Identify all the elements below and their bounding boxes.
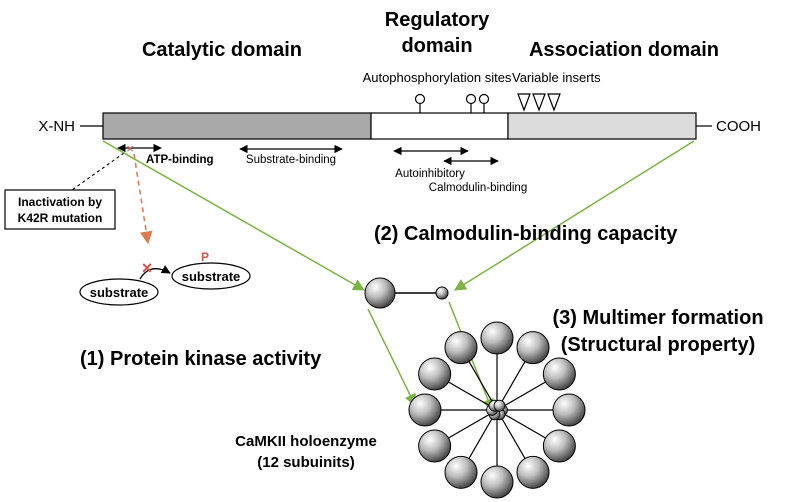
association-domain-heading: Association domain: [529, 39, 719, 61]
substrate-binding-label: Substrate-binding: [246, 154, 336, 166]
autoinhibitory-label: Autoinhibitory: [395, 168, 465, 180]
holoenzyme-subunit-sphere: [444, 331, 478, 365]
holoenzyme-subunit-sphere: [552, 393, 586, 427]
association-to-hub-arrow: [453, 140, 695, 291]
substrate-label-right: substrate: [182, 269, 241, 284]
mutation-callout-line2: K42R mutation: [18, 211, 103, 225]
regulatory-domain-segment: [370, 112, 509, 140]
autophosphorylation-sites-label: Autophosphorylation sites: [363, 70, 512, 85]
blocked-reaction-marker: ×: [142, 258, 153, 278]
holoenzyme-subunit-sphere: [542, 357, 576, 391]
holoenzyme-caption-line2: (12 subuinits): [257, 454, 355, 471]
holoenzyme-subunit-sphere: [516, 331, 550, 365]
mutation-callout-box: [4, 189, 116, 230]
inactivation-dashed-arrow: [133, 153, 153, 245]
substrate-ellipse-right: [171, 262, 251, 290]
association-domain-segment: [507, 112, 697, 140]
regulatory-domain-heading-line1: Regulatory: [385, 9, 490, 31]
variable-insert-markers: [517, 93, 561, 112]
holoenzyme-subunit-sphere: [418, 357, 452, 391]
calmodulin-property-label: (2) Calmodulin-binding capacity: [374, 223, 678, 245]
holoenzyme-subunit-sphere: [418, 429, 452, 463]
catalytic-domain-heading: Catalytic domain: [142, 39, 302, 61]
k42r-mutation-marker: ×: [126, 141, 134, 156]
holoenzyme-subunit-sphere: [480, 321, 514, 355]
regulatory-domain-heading-line2: domain: [401, 35, 472, 57]
holoenzyme-subunit-sphere: [408, 393, 442, 427]
variable-inserts-label: Variable inserts: [512, 70, 601, 85]
phosphorylation-arrow: [139, 265, 171, 280]
holoenzyme-subunit-sphere: [480, 465, 514, 499]
camkii-holoenzyme-model: [408, 321, 586, 499]
multimer-property-label-line2: (Structural property): [561, 334, 755, 356]
subunit-hub-sphere: [435, 286, 449, 300]
atp-binding-label: ATP-binding: [146, 154, 214, 166]
mutation-callout-line1: Inactivation by: [18, 195, 102, 209]
kinase-property-label: (1) Protein kinase activity: [80, 348, 322, 370]
green-connector-arrows: [102, 140, 695, 412]
holoenzyme-subunit-sphere: [516, 455, 550, 489]
n-terminus-label: X-NH: [38, 118, 75, 135]
holoenzyme-subunit-sphere: [444, 455, 478, 489]
holoenzyme-subunit-sphere: [542, 429, 576, 463]
multimer-property-label-line1: (3) Multimer formation: [552, 307, 763, 329]
holoenzyme-hub-sphere: [493, 399, 506, 412]
catalytic-to-head-arrow: [102, 140, 366, 291]
c-terminus-label: COOH: [716, 118, 761, 135]
catalytic-domain-segment: [102, 112, 372, 140]
holoenzyme-caption-line1: CaMKII holoenzyme: [235, 433, 377, 450]
substrate-label-left: substrate: [90, 285, 149, 300]
calmodulin-binding-label: Calmodulin-binding: [429, 182, 527, 194]
mutation-callout-leader: [71, 152, 125, 191]
subunit-kinase-sphere: [364, 277, 396, 309]
kinase-to-holoenzyme-arrow: [367, 308, 416, 407]
autophosphorylation-site-markers: [414, 93, 490, 113]
phosphate-label: P: [201, 250, 209, 264]
substrate-ellipse-left: [79, 278, 159, 306]
